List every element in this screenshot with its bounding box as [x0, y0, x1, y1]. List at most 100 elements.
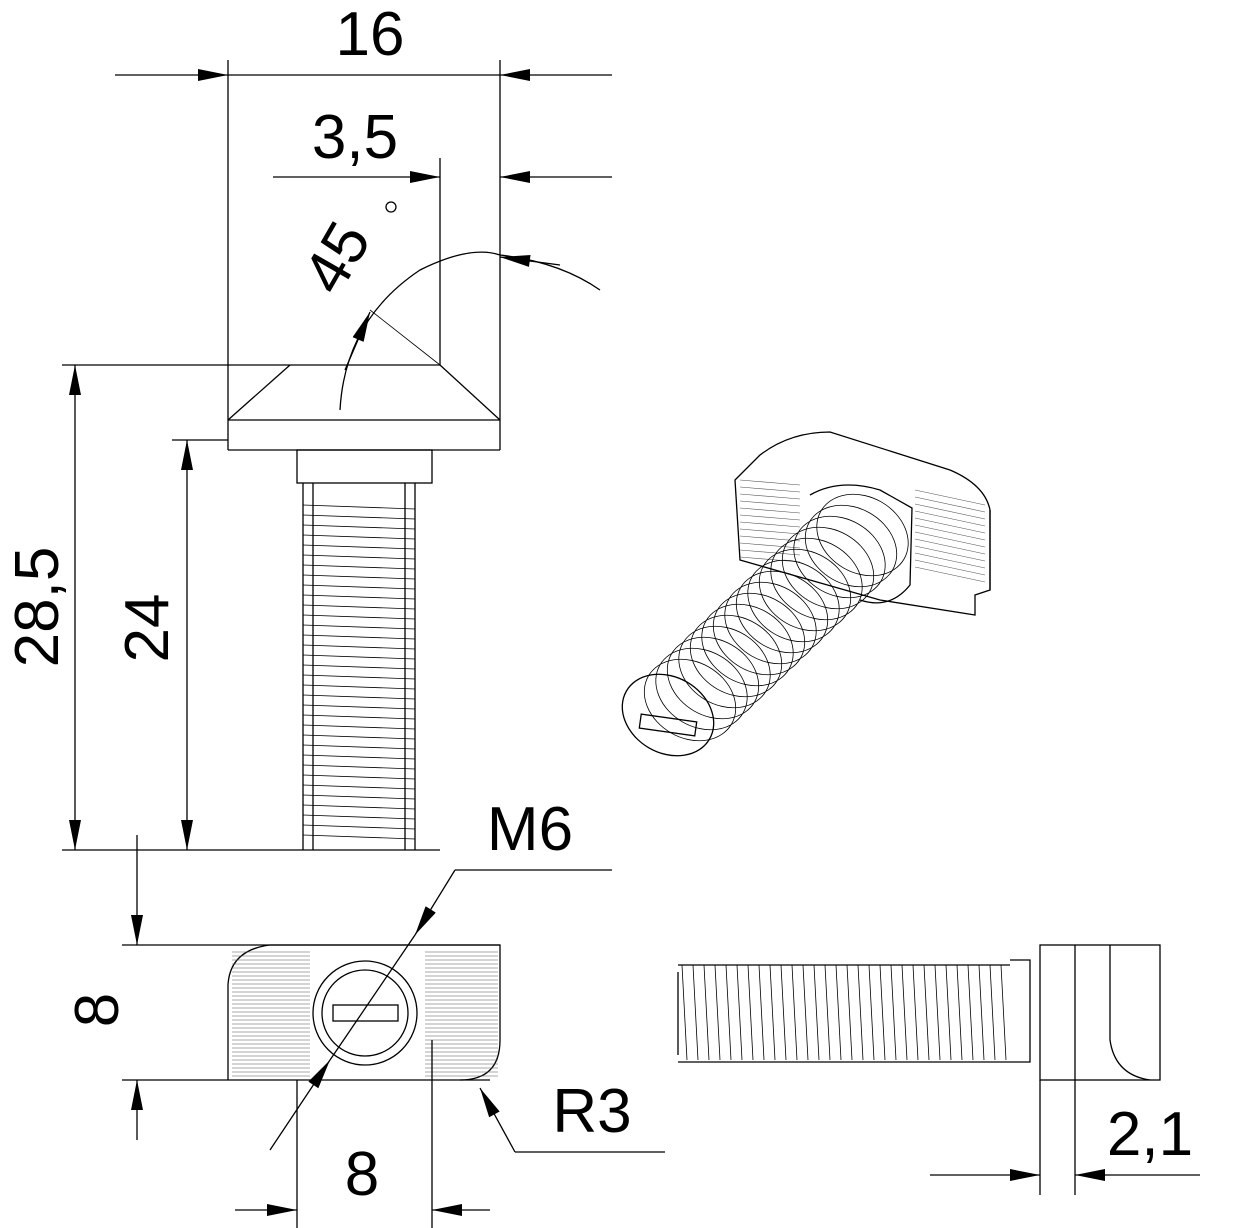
front-view [62, 60, 612, 851]
drawing-line [739, 479, 801, 486]
drawing-line [857, 964, 864, 1061]
drawing-line [813, 964, 820, 1061]
drawing-line [302, 514, 416, 520]
side-view [677, 944, 1200, 1195]
drawing-line [302, 624, 416, 630]
drawing-line [302, 694, 416, 700]
dim-24: 24 [113, 594, 182, 663]
drawing-line [739, 500, 801, 507]
drawing-line [739, 486, 801, 493]
drawing-line [739, 521, 801, 528]
thread-ring [689, 614, 783, 698]
drawing-line [302, 824, 416, 830]
drawing-line [302, 704, 416, 710]
drawing-line [725, 964, 732, 1061]
drawing-line [739, 542, 801, 549]
drawing-line [747, 964, 754, 1061]
drawing-line [714, 964, 721, 1061]
drawing-line [868, 964, 875, 1061]
drawing-line [736, 964, 743, 1061]
drawing-line [302, 604, 416, 610]
drawing-line [692, 964, 699, 1061]
drawing-line [914, 510, 986, 527]
drawing-line [302, 614, 416, 620]
thread-ring [701, 603, 794, 687]
thread-ring [758, 548, 852, 632]
drawing-line [914, 503, 986, 520]
drawing-line [681, 964, 688, 1061]
drawing-line [302, 524, 416, 530]
drawing-line [302, 554, 416, 560]
dim-8-height: 8 [63, 993, 132, 1027]
drawing-line [914, 566, 986, 583]
drawing-line [302, 834, 416, 840]
drawing-line [739, 514, 801, 521]
drawing-line [791, 964, 798, 1061]
drawing-line [302, 594, 416, 600]
drawing-line [879, 964, 886, 1061]
dim-m6: M6 [487, 795, 573, 864]
drawing-line [302, 654, 416, 660]
drawing-line [824, 964, 831, 1061]
drawing-line [302, 574, 416, 580]
thread-ring [793, 515, 886, 599]
drawing-line [302, 634, 416, 640]
drawing-line [1000, 964, 1007, 1061]
dim-45-angle: 45 [290, 211, 384, 305]
drawing-line [739, 535, 801, 542]
drawing-line [914, 517, 986, 534]
drawing-line [739, 549, 801, 556]
drawing-line [914, 524, 986, 541]
dim-3-5: 3,5 [312, 103, 398, 172]
drawing-line [802, 964, 809, 1061]
drawing-line [302, 804, 416, 810]
thread-ring [643, 658, 737, 742]
drawing-line [901, 964, 908, 1061]
drawing-line [739, 493, 801, 500]
drawing-line [914, 538, 986, 555]
isometric-view [621, 431, 991, 757]
drawing-line [302, 534, 416, 540]
drawing-line [302, 544, 416, 550]
dim-2-1: 2,1 [1107, 1100, 1193, 1169]
drawing-line [302, 784, 416, 790]
thread-ring [666, 636, 760, 720]
drawing-line [739, 528, 801, 535]
drawing-line [703, 964, 710, 1061]
drawing-line [890, 964, 897, 1061]
drawing-line [302, 684, 416, 690]
dim-8-width: 8 [345, 1140, 379, 1209]
dim-r3: R3 [552, 1077, 631, 1146]
drawing-line [914, 545, 986, 562]
drawing-line [302, 664, 416, 670]
drawing-line [302, 744, 416, 750]
knurl-hatching [232, 951, 498, 1077]
drawing-line [302, 724, 416, 730]
knurl-hatching [739, 479, 986, 583]
drawing-line [302, 754, 416, 760]
drawing-line [914, 489, 986, 506]
thread-ring [735, 570, 829, 654]
dim-16: 16 [336, 0, 405, 69]
thread-ring [747, 559, 840, 643]
thread-ring [770, 537, 863, 621]
thread-ring [678, 625, 771, 709]
drawing-line [780, 964, 787, 1061]
drawing-line [302, 764, 416, 770]
drawing-line [967, 964, 974, 1061]
drawing-line [914, 496, 986, 513]
drawing-line [945, 964, 952, 1061]
thread-lines [302, 504, 416, 840]
drawing-line [934, 964, 941, 1061]
drawing-line [846, 964, 853, 1061]
dim-28-5: 28,5 [3, 547, 72, 668]
drawing-line [302, 734, 416, 740]
drawing-line [978, 964, 985, 1061]
drawing-line [739, 556, 801, 563]
drawing-line [302, 644, 416, 650]
drawing-line [302, 584, 416, 590]
thread-ring [804, 504, 898, 588]
drawing-line [302, 674, 416, 680]
